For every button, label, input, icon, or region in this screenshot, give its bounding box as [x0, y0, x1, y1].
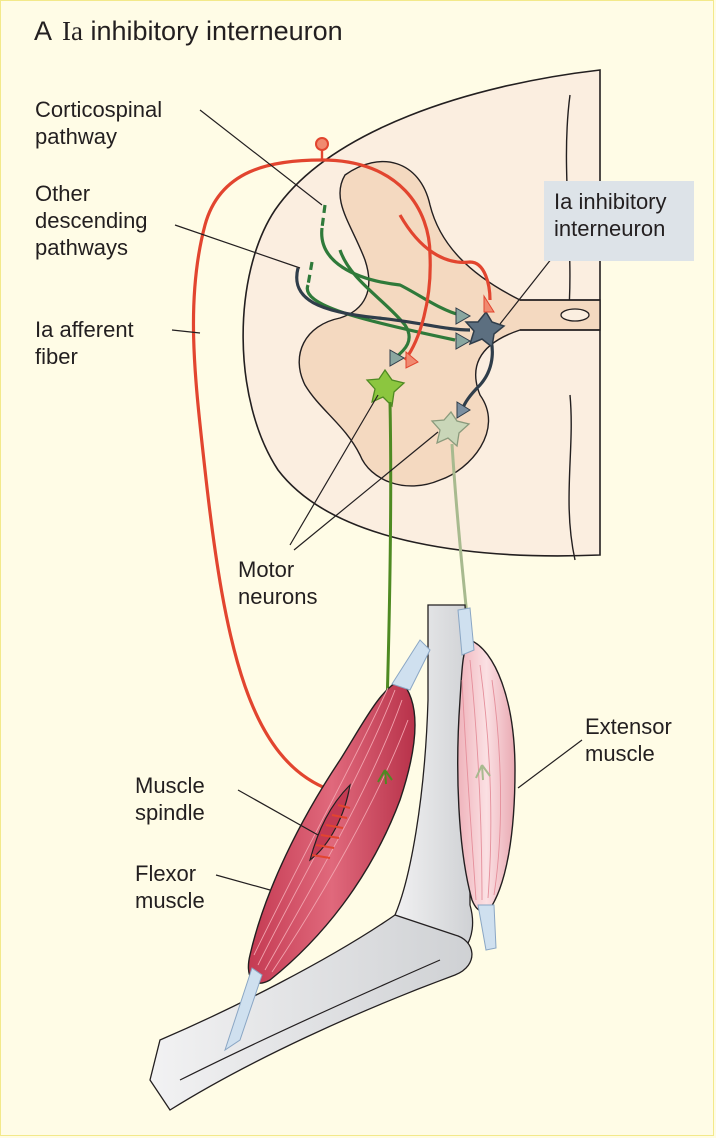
- extensor-muscle-shape: [458, 640, 515, 911]
- label-extensor-muscle: Extensor muscle: [585, 713, 672, 767]
- label-corticospinal-pathway: Corticospinal pathway: [35, 96, 162, 150]
- title-text: inhibitory interneuron: [83, 16, 343, 46]
- leader-ia-afferent: [172, 330, 200, 333]
- title-roman-prefix: Ia: [62, 16, 83, 46]
- leader-extensor: [518, 740, 582, 788]
- label-ia-inhibitory-interneuron: Ia inhibitory interneuron: [554, 188, 694, 242]
- label-flexor-muscle: Flexor muscle: [135, 860, 205, 914]
- forearm-bones: [150, 915, 472, 1110]
- leader-flexor: [216, 875, 270, 890]
- leader-corticospinal: [200, 110, 322, 205]
- label-box-ia-interneuron: Ia inhibitory interneuron: [544, 181, 694, 261]
- label-motor-neurons: Motor neurons: [238, 556, 318, 610]
- panel-letter: A: [34, 16, 52, 46]
- label-muscle-spindle: Muscle spindle: [135, 772, 205, 826]
- label-other-descending-pathways: Other descending pathways: [35, 180, 148, 261]
- central-canal: [561, 309, 589, 321]
- figure-title: A Ia inhibitory interneuron: [34, 14, 343, 48]
- label-ia-afferent-fiber: Ia afferent fiber: [35, 316, 134, 370]
- leader-muscle-spindle: [238, 790, 318, 835]
- dorsal-root-ganglion: [316, 138, 328, 150]
